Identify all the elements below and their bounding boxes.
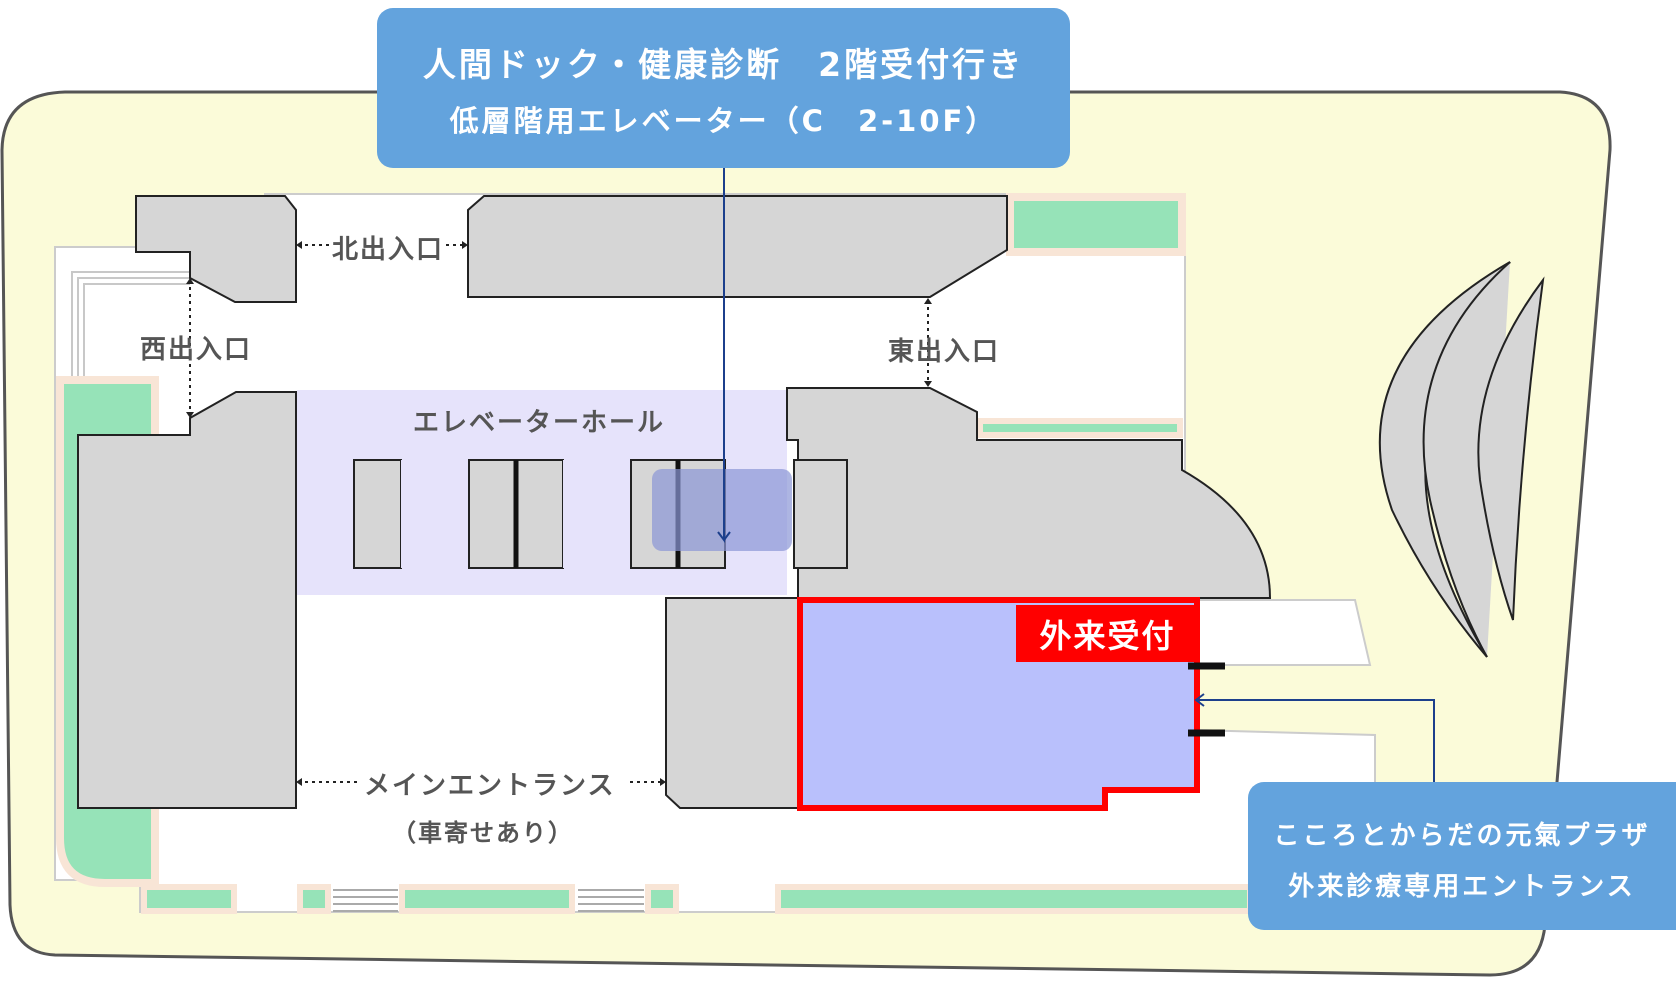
south-steps — [333, 889, 644, 912]
clinic-callout-line1: こころとからだの元氣プラザ — [1273, 821, 1651, 851]
elevator-6 — [793, 459, 848, 569]
elevator-callout-line2: 低層階用エレベーター（C 2-10F） — [449, 104, 998, 138]
north-entrance-label: 北出入口 — [332, 235, 445, 265]
east-entrance-label: 東出入口 — [888, 337, 1001, 367]
main-entrance-label: メインエントランス — [364, 771, 616, 801]
west-entrance-label: 西出入口 — [140, 335, 253, 365]
clinic-callout-line2: 外来診療専用エントランス — [1288, 872, 1636, 902]
block-north — [467, 195, 1008, 298]
green-s1 — [141, 884, 237, 914]
target-elevator-highlight — [652, 469, 792, 551]
elevator-callout: 人間ドック・健康診断 2階受付行き 低層階用エレベーター（C 2-10F） — [377, 8, 1070, 168]
elevator-hall-separators — [401, 460, 569, 568]
entrance-dotted-lines — [189, 244, 929, 783]
entrance-doors — [1188, 662, 1225, 737]
main-entrance-note: （車寄せあり） — [392, 819, 574, 847]
west-walkway-lines — [71, 271, 190, 380]
block-east — [786, 387, 1272, 599]
block-nw — [135, 195, 297, 303]
buildings — [77, 195, 1272, 809]
elevator-1 — [353, 459, 402, 569]
callout-leader-lines — [717, 160, 1435, 795]
elevator-2 — [468, 459, 517, 569]
entrance-arrowheads — [186, 241, 932, 786]
green-s5 — [775, 884, 1253, 914]
clinic-entrance-callout: こころとからだの元氣プラザ 外来診療専用エントランス — [1248, 782, 1676, 930]
east-canopy — [1378, 261, 1545, 658]
elevator-hall-label: エレベーターホール — [413, 408, 666, 438]
green-s3 — [399, 884, 575, 914]
outpatient-reception-label: 外来受付 — [1016, 605, 1199, 662]
green-east-strip — [977, 418, 1183, 438]
elevator-callout-line1: 人間ドック・健康診断 2階受付行き — [422, 45, 1025, 84]
green-s4 — [645, 884, 679, 914]
block-west — [77, 391, 297, 809]
green-s2 — [297, 884, 331, 914]
block-center-south — [665, 597, 799, 809]
elevator-3 — [515, 459, 564, 569]
green-ne — [1006, 193, 1186, 256]
